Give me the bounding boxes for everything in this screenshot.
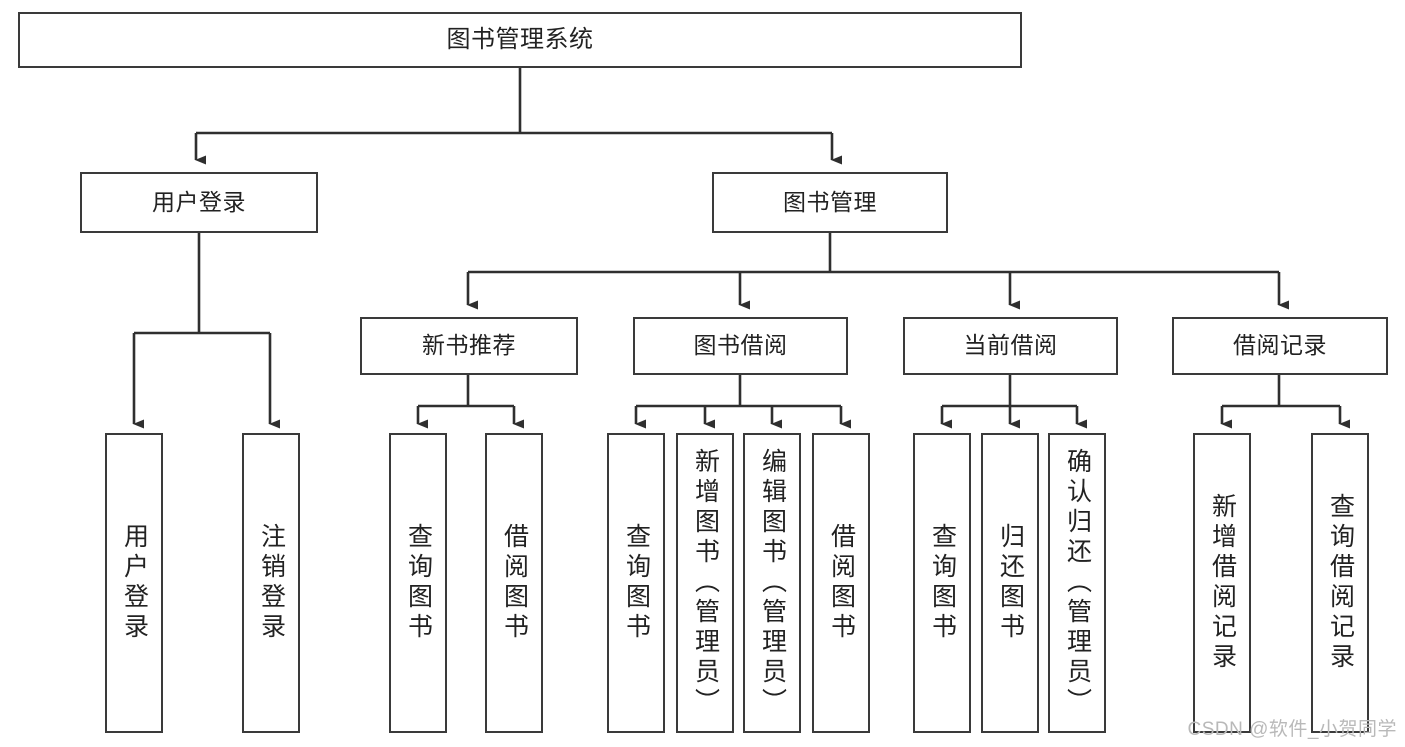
node-level2-borrow-record[interactable]: 借阅记录 [1172, 317, 1388, 375]
node-level2-current-borrow[interactable]: 当前借阅 [903, 317, 1118, 375]
node-label: 用户登录 [152, 188, 246, 215]
node-label: 图书借阅 [693, 332, 788, 359]
node-leaf-logout[interactable]: 注销登录 [242, 433, 300, 733]
node-leaf-query-borrow-record[interactable]: 查询借阅记录 [1311, 433, 1369, 733]
node-label: 图书管理 [783, 188, 877, 215]
node-leaf-edit-book-admin[interactable]: 编辑图书（管理员） [743, 433, 801, 733]
node-label: 新书推荐 [422, 332, 516, 359]
watermark-text: CSDN @软件_小贺同学 [1187, 719, 1397, 740]
node-level1-book-management[interactable]: 图书管理 [712, 172, 948, 233]
node-label: 当前借阅 [963, 332, 1058, 359]
node-leaf-add-borrow-record[interactable]: 新增借阅记录 [1193, 433, 1251, 733]
node-label: 查询图书 [928, 523, 957, 643]
node-leaf-add-book-admin[interactable]: 新增图书（管理员） [676, 433, 734, 733]
node-level2-book-borrow[interactable]: 图书借阅 [633, 317, 848, 375]
node-label: 查询借阅记录 [1326, 493, 1355, 673]
node-label: 归还图书 [996, 523, 1025, 643]
node-label: 查询图书 [404, 523, 433, 643]
node-leaf-borrow-book[interactable]: 借阅图书 [812, 433, 870, 733]
node-label: 用户登录 [120, 523, 149, 643]
node-leaf-return-book[interactable]: 归还图书 [981, 433, 1039, 733]
node-leaf-borrow-book-recommend[interactable]: 借阅图书 [485, 433, 543, 733]
node-label: 图书管理系统 [446, 25, 594, 53]
node-level2-new-book-recommend[interactable]: 新书推荐 [360, 317, 578, 375]
node-label: 编辑图书（管理员） [758, 448, 787, 718]
node-label: 新增图书（管理员） [691, 448, 720, 718]
node-label: 借阅图书 [827, 523, 856, 643]
node-label: 确认归还（管理员） [1063, 448, 1092, 718]
node-leaf-user-login[interactable]: 用户登录 [105, 433, 163, 733]
node-label: 借阅记录 [1233, 332, 1327, 359]
node-leaf-confirm-return-admin[interactable]: 确认归还（管理员） [1048, 433, 1106, 733]
node-leaf-query-book-borrow[interactable]: 查询图书 [607, 433, 665, 733]
node-label: 查询图书 [622, 523, 651, 643]
node-label: 借阅图书 [500, 523, 529, 643]
node-label: 新增借阅记录 [1208, 493, 1237, 673]
node-root[interactable]: 图书管理系统 [18, 12, 1022, 68]
node-label: 注销登录 [257, 523, 286, 643]
node-leaf-query-book-recommend[interactable]: 查询图书 [389, 433, 447, 733]
node-level1-user-login[interactable]: 用户登录 [80, 172, 318, 233]
node-leaf-query-book-current[interactable]: 查询图书 [913, 433, 971, 733]
